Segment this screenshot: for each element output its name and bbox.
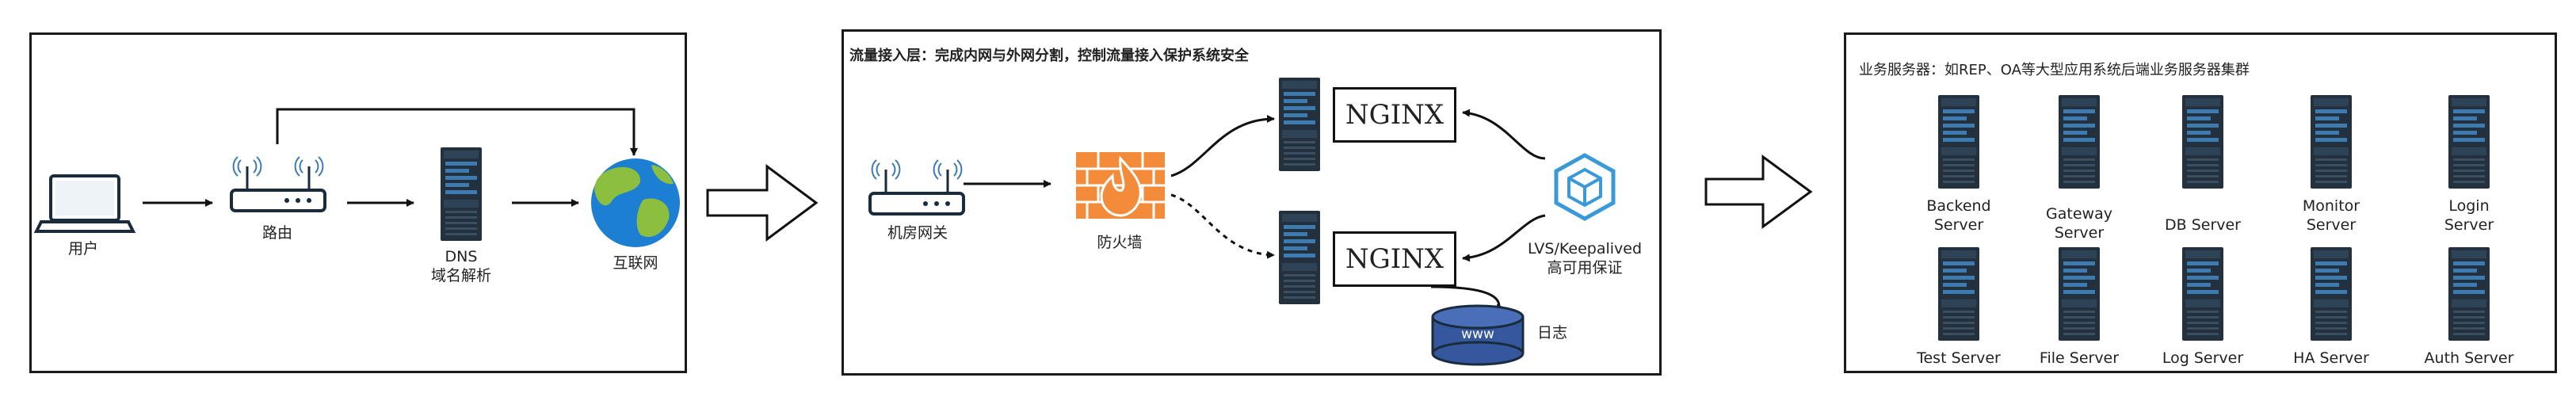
flow-arrow-2 — [1704, 154, 1813, 229]
dns-server-icon — [441, 147, 482, 241]
user-label: 用户 — [67, 240, 98, 258]
router-icon — [230, 155, 326, 212]
server-label: HA Server — [2293, 349, 2369, 367]
lvs-sublabel: 高可用保证 — [1547, 259, 1623, 277]
server-label: Test Server — [1917, 349, 2001, 367]
server-label: Server — [2306, 216, 2357, 234]
log-label: 日志 — [1536, 324, 1567, 341]
traffic-access-panel — [841, 29, 1662, 376]
firewall-icon — [1076, 152, 1165, 219]
gateway-router-icon — [868, 158, 965, 216]
internet-label: 互联网 — [613, 254, 658, 272]
nginx-server-bottom-icon — [1279, 211, 1320, 304]
dns-label: DNS — [445, 248, 478, 265]
arrow-firewall-nginx-top — [1170, 115, 1275, 177]
lvs-icon — [1554, 153, 1616, 221]
server-label: Server — [2054, 224, 2105, 242]
flow-arrow-1 — [706, 164, 819, 242]
firewall-label: 防火墙 — [1097, 234, 1143, 251]
server-label: Server — [1933, 216, 1984, 234]
db-label: www — [1461, 326, 1494, 342]
server-label: Gateway — [2046, 205, 2112, 223]
arrow-router-internet — [276, 108, 638, 156]
arrow-firewall-nginx-bottom — [1170, 193, 1275, 259]
nginx-top-box: NGINX — [1333, 87, 1456, 143]
server-label: Server — [2444, 216, 2494, 234]
business-server-title: 业务服务器：如REP、OA等大型应用系统后端业务服务器集群 — [1859, 62, 2250, 78]
server-label: Monitor — [2302, 197, 2360, 215]
router-label: 路由 — [261, 224, 292, 242]
arrow-lvs-nginx-top — [1462, 109, 1546, 160]
gateway-label: 机房网关 — [887, 224, 948, 242]
globe-icon — [591, 158, 680, 247]
nginx-bottom-box: NGINX — [1333, 231, 1456, 287]
dns-sublabel: 域名解析 — [430, 267, 491, 284]
server-label: Login — [2448, 197, 2490, 215]
database-icon — [1431, 304, 1525, 366]
server-label: Backend — [1926, 197, 1991, 215]
server-label: Auth Server — [2424, 349, 2514, 367]
traffic-layer-title: 流量接入层：完成内网与外网分割，控制流量接入保护系统安全 — [849, 48, 1249, 64]
lvs-label: LVS/Keepalived — [1527, 240, 1643, 258]
server-label: DB Server — [2164, 216, 2241, 234]
server-label: File Server — [2039, 349, 2120, 367]
arrow-lvs-nginx-bottom — [1462, 214, 1546, 262]
nginx-server-top-icon — [1279, 78, 1320, 171]
laptop-icon — [33, 174, 136, 233]
server-label: Log Server — [2162, 349, 2244, 367]
